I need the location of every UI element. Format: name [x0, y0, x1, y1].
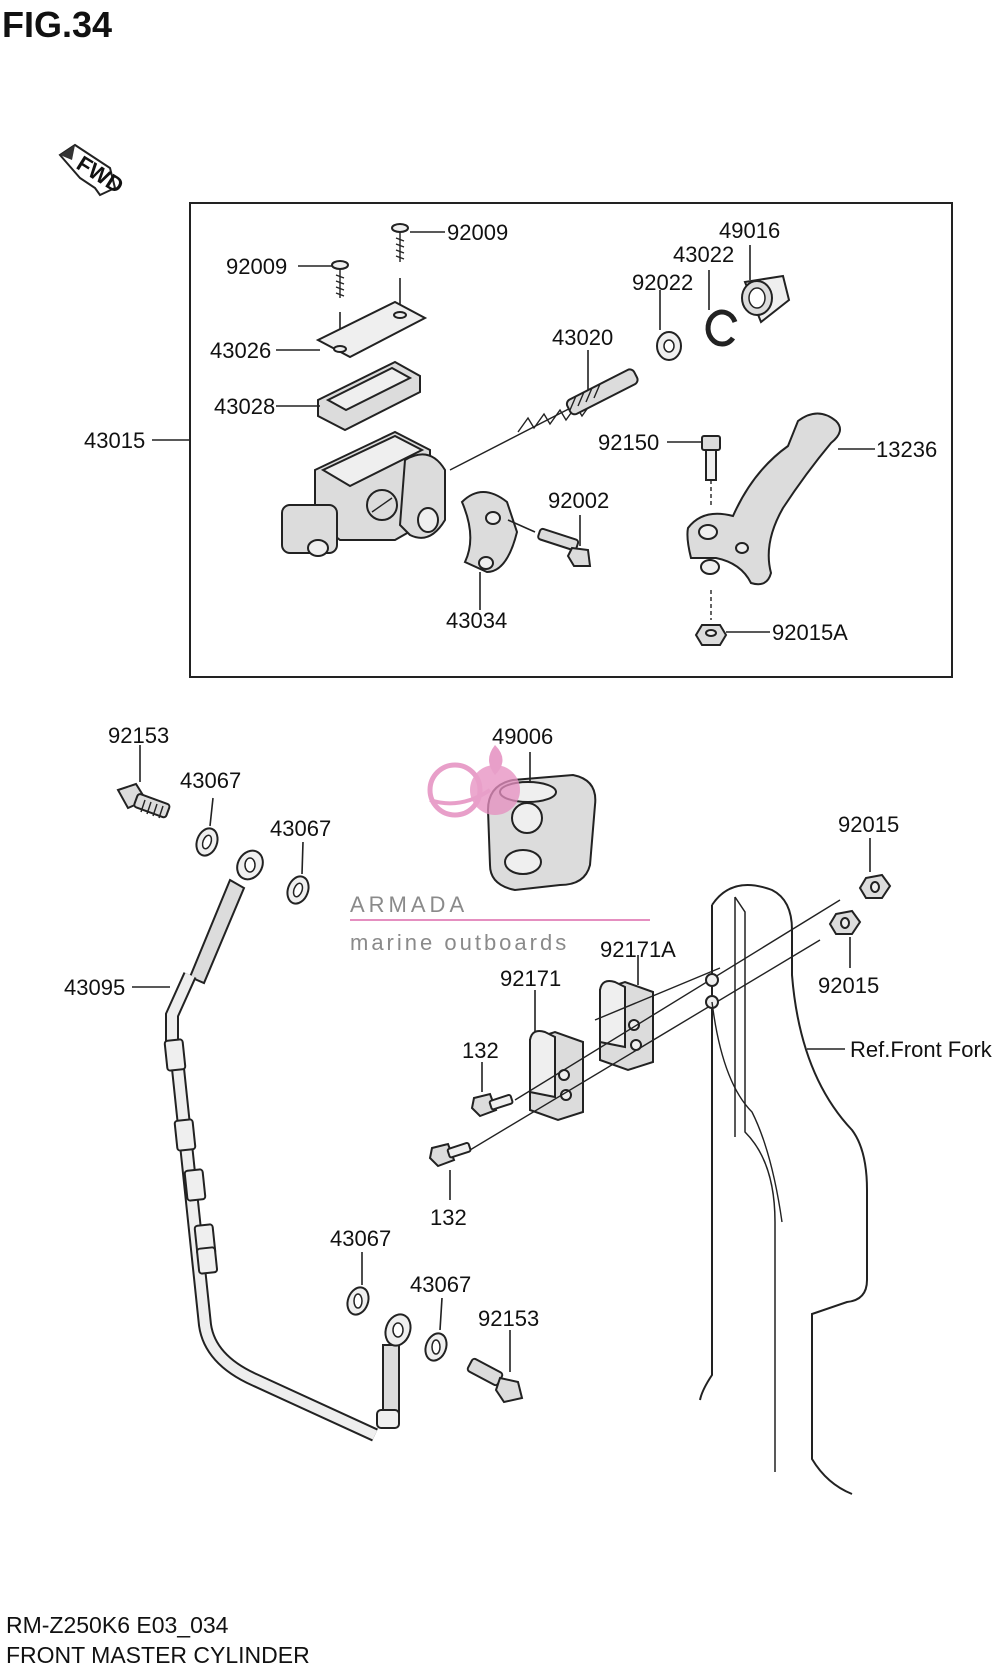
handlebar-clamp: [460, 491, 519, 574]
bolt-132-top: [470, 1092, 514, 1118]
callout-43067-a: 43067: [180, 768, 241, 793]
banjo-bolt-top: [116, 782, 171, 819]
callout-92015a: 92015A: [772, 620, 848, 645]
callout-ref-front-fork: Ref.Front Fork: [850, 1037, 993, 1062]
dust-boot: [741, 274, 791, 324]
watermark-tagline: marine outboards: [350, 930, 569, 955]
callout-92009-left: 92009: [226, 254, 287, 279]
callout-43067-c: 43067: [330, 1226, 391, 1251]
callout-43020: 43020: [552, 325, 613, 350]
callout-132-bottom: 132: [430, 1205, 467, 1230]
pivot-bolt: [701, 435, 721, 505]
brake-hose: [163, 849, 412, 1442]
model-code: RM-Z250K6 E03_034: [6, 1612, 229, 1638]
hose-holder-92171: [529, 1030, 584, 1122]
lever-nut: [694, 590, 728, 646]
screw-left: [331, 260, 349, 298]
callout-43067-d: 43067: [410, 1272, 471, 1297]
callout-43095: 43095: [64, 975, 125, 1000]
callout-92153-top: 92153: [108, 723, 169, 748]
callout-43015: 43015: [84, 428, 145, 453]
callout-92150: 92150: [598, 430, 659, 455]
armada-logo: [427, 745, 520, 818]
callout-43026: 43026: [210, 338, 271, 363]
banjo-bolt-bottom: [466, 1357, 524, 1404]
callout-92153-bottom: 92153: [478, 1306, 539, 1331]
callout-92171a: 92171A: [600, 937, 676, 962]
callout-43028: 43028: [214, 394, 275, 419]
callout-92015-bottom: 92015: [818, 973, 879, 998]
bolt-92002: [537, 527, 592, 567]
circlip: [705, 309, 738, 347]
callout-92171: 92171: [500, 966, 561, 991]
nut-92015-bottom: [828, 909, 862, 935]
callout-132-top: 132: [462, 1038, 499, 1063]
callout-13236: 13236: [876, 437, 937, 462]
front-fork: [699, 884, 868, 1495]
callout-49006: 49006: [492, 724, 553, 749]
master-cylinder-body: [281, 430, 446, 557]
callout-49016: 49016: [719, 218, 780, 243]
assembly-box: [189, 202, 953, 678]
brake-lever: [686, 412, 841, 586]
callout-92002: 92002: [548, 488, 609, 513]
diaphragm: [317, 360, 421, 432]
callout-43067-b: 43067: [270, 816, 331, 841]
bolt-132-bottom: [428, 1142, 472, 1168]
screw-right: [391, 223, 409, 262]
watermark-brand: ARMADA: [350, 892, 468, 917]
fwd-arrow-icon: FWD: [58, 143, 128, 198]
figure-title: FIG.34: [2, 4, 113, 45]
section-name: FRONT MASTER CYLINDER: [6, 1642, 310, 1668]
callout-43034: 43034: [446, 608, 507, 633]
callout-43022: 43022: [673, 242, 734, 267]
piston-spring: [517, 368, 639, 433]
callout-92015-top: 92015: [838, 812, 899, 837]
nut-92015-top: [858, 873, 892, 899]
callout-92022: 92022: [632, 270, 693, 295]
callout-92009-right: 92009: [447, 220, 508, 245]
